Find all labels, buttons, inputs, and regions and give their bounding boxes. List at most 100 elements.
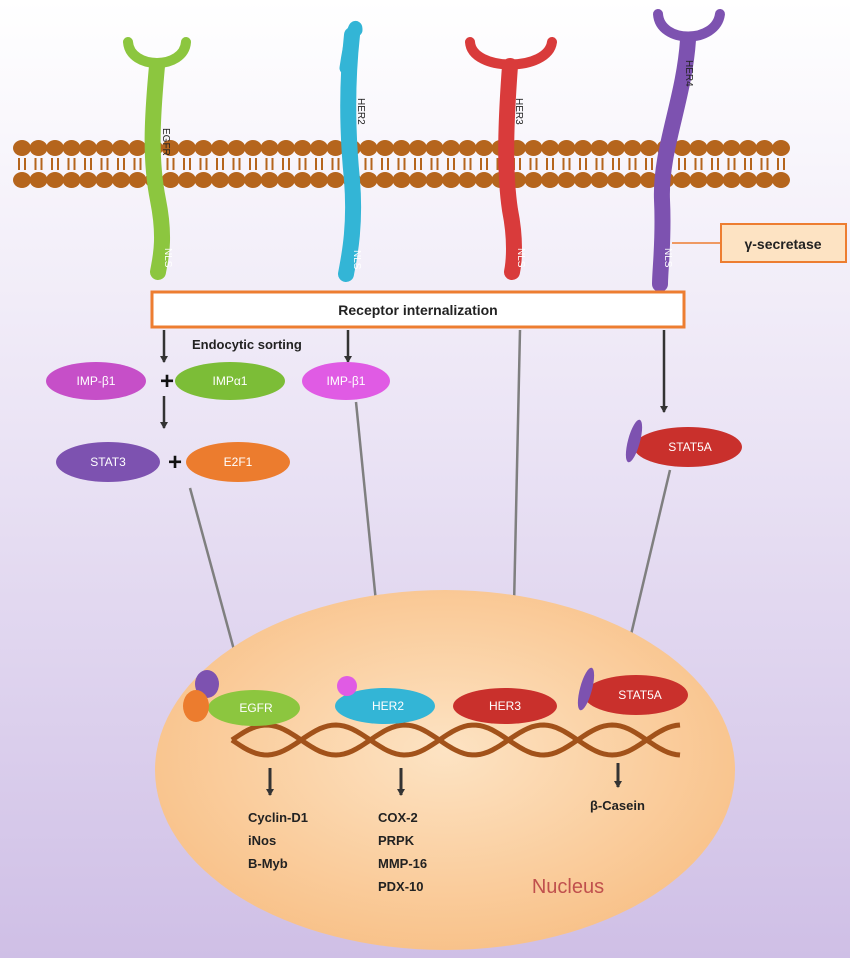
lipid-tail bbox=[694, 162, 703, 170]
lipid-head bbox=[673, 172, 691, 188]
stat5a-cytoplasmic bbox=[634, 427, 742, 467]
lipid-head bbox=[62, 172, 81, 188]
lipid-head bbox=[260, 140, 279, 156]
lipid-head bbox=[376, 172, 394, 188]
imp-beta1-left bbox=[46, 362, 146, 400]
lipid-tail bbox=[678, 162, 686, 170]
lipid-tail bbox=[562, 162, 571, 170]
lipid-head bbox=[326, 172, 345, 188]
her3-label: HER3 bbox=[513, 98, 524, 125]
lipid-tail bbox=[463, 162, 472, 170]
lipid-head bbox=[13, 140, 31, 156]
lipid-tail bbox=[315, 162, 323, 170]
lipid-head bbox=[590, 172, 609, 188]
lipid-tail bbox=[430, 162, 439, 170]
lipid-tail bbox=[760, 162, 769, 170]
lipid-tail bbox=[612, 162, 620, 170]
lipid-head bbox=[640, 172, 658, 188]
lipid-head bbox=[541, 172, 559, 188]
lipid-head bbox=[425, 172, 444, 188]
lipid-head bbox=[425, 140, 444, 156]
her2-receptor: HER2 NLS bbox=[338, 21, 366, 282]
lipid-tail bbox=[447, 162, 455, 170]
lipid-head bbox=[442, 140, 460, 156]
lipid-head bbox=[293, 172, 312, 188]
lipid-head bbox=[161, 172, 180, 188]
imp-alpha1-label: IMPα1 bbox=[213, 374, 248, 388]
imp-beta1-right bbox=[302, 362, 390, 400]
lipid-head bbox=[227, 140, 246, 156]
lipid-tail bbox=[199, 162, 208, 170]
lipid-head bbox=[722, 172, 741, 188]
lipid-head bbox=[359, 140, 378, 156]
stat5a-cytoplasmic-partner bbox=[625, 419, 643, 463]
lipid-tail bbox=[711, 162, 719, 170]
lipid-head bbox=[673, 140, 691, 156]
lipid-head bbox=[623, 140, 642, 156]
her4-label: HER4 bbox=[683, 60, 694, 87]
lipid-head bbox=[409, 140, 427, 156]
receptor-internalization-label: Receptor internalization bbox=[338, 302, 497, 318]
lipid-head bbox=[95, 172, 114, 188]
lipid-tail bbox=[232, 162, 241, 170]
lipid-head bbox=[79, 140, 97, 156]
lipid-head bbox=[541, 140, 559, 156]
lipid-tail bbox=[645, 162, 653, 170]
egfr-nls-label: NLS bbox=[162, 248, 173, 268]
lipid-head bbox=[409, 172, 427, 188]
lipid-tail bbox=[265, 162, 274, 170]
gamma-secretase-box bbox=[720, 223, 847, 263]
nuclear-her3-label: HER3 bbox=[489, 699, 521, 713]
egfr-receptor: EGFR NLS bbox=[123, 37, 191, 280]
lipid-head bbox=[392, 140, 411, 156]
endocytic-sorting-label: Endocytic sorting bbox=[192, 337, 302, 352]
her2-target-3: MMP-16 bbox=[378, 856, 427, 871]
lipid-tail bbox=[249, 162, 257, 170]
lipid-tail bbox=[117, 162, 125, 170]
lipid-head bbox=[29, 140, 48, 156]
lipid-tail bbox=[100, 162, 109, 170]
lipid-tail bbox=[579, 162, 587, 170]
e2f1 bbox=[186, 442, 290, 482]
lipid-head bbox=[524, 172, 543, 188]
lipid-head bbox=[772, 172, 790, 188]
lipid-head bbox=[458, 140, 477, 156]
lipid-head bbox=[607, 172, 625, 188]
her2-target-1: COX-2 bbox=[378, 810, 418, 825]
lipid-head bbox=[194, 140, 213, 156]
stat3-label: STAT3 bbox=[90, 455, 126, 469]
lipid-tail bbox=[397, 162, 406, 170]
lipid-tail bbox=[67, 162, 76, 170]
plus-sign-1: + bbox=[160, 368, 174, 395]
lipid-head bbox=[574, 140, 592, 156]
lipid-tail bbox=[414, 162, 422, 170]
lipid-head bbox=[112, 172, 130, 188]
lipid-tail bbox=[183, 162, 191, 170]
egfr-label: EGFR bbox=[160, 128, 171, 156]
lipid-head bbox=[310, 172, 328, 188]
lipid-head bbox=[623, 172, 642, 188]
nuclear-her2-partner bbox=[337, 676, 357, 696]
nuclear-egfr-partner-orange bbox=[183, 690, 209, 722]
lipid-tail bbox=[628, 162, 637, 170]
her2-target-4: PDX-10 bbox=[378, 879, 424, 894]
lipid-head bbox=[46, 140, 64, 156]
nucleus bbox=[155, 590, 735, 950]
lipid-tail bbox=[744, 162, 752, 170]
lipid-head bbox=[557, 140, 576, 156]
nuclear-stat5a-partner bbox=[577, 667, 595, 711]
lipid-tail bbox=[216, 162, 224, 170]
nuclear-egfr-partner-purple bbox=[195, 670, 219, 698]
lipid-head bbox=[607, 140, 625, 156]
lipid-tail bbox=[480, 162, 488, 170]
lipid-head bbox=[293, 140, 312, 156]
lipid-head bbox=[211, 140, 229, 156]
her4-nls-label: NLS bbox=[662, 248, 673, 268]
lipid-head bbox=[244, 172, 262, 188]
lipid-head bbox=[277, 140, 295, 156]
receptor-internalization-box bbox=[150, 290, 686, 329]
lipid-head bbox=[62, 140, 81, 156]
lipid-head bbox=[128, 140, 147, 156]
nuclear-her3 bbox=[453, 688, 557, 724]
